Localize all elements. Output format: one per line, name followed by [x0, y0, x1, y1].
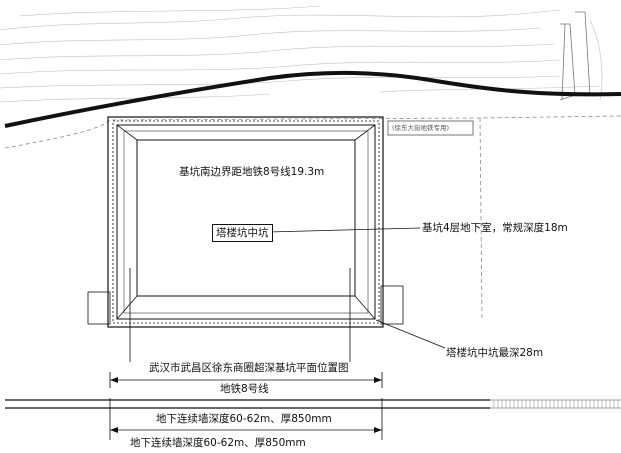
foundation-pit [107, 116, 384, 328]
metro-line-8 [5, 399, 621, 409]
wall-depth-label-1: 地下连续墙深度60-62m、厚850mm [155, 413, 333, 425]
tower-pit-depth-label: 塔楼坑中坑最深28m [446, 347, 544, 359]
wall-depth-label-2: 地下连续墙深度60-62m、厚850mm [130, 437, 306, 449]
metro-hatch [493, 400, 619, 408]
left-wing [87, 291, 111, 325]
leader-lines [129, 227, 446, 362]
plan-title: 武汉市武昌区徐东商圈超深基坑平面位置图 [149, 362, 349, 374]
south-boundary-label: 基坑南边界距地铁8号线19.3m [178, 166, 326, 178]
right-structure [559, 11, 591, 101]
right-wing [380, 285, 404, 325]
basement-depth-label: 基坑4层地下室，常规深度18m [422, 222, 568, 234]
property-boundary-line [4, 115, 621, 149]
metro-line-label: 地铁8号线 [219, 383, 270, 395]
dimension-lines [109, 372, 383, 440]
site-tag-box [387, 120, 474, 136]
road-boundary-line [4, 70, 621, 128]
site-tag-label: (徐东大街地铁专用) [392, 124, 450, 132]
terrain-contours [0, 5, 603, 103]
tower-pit-label: 塔楼坑中坑 [212, 224, 273, 242]
